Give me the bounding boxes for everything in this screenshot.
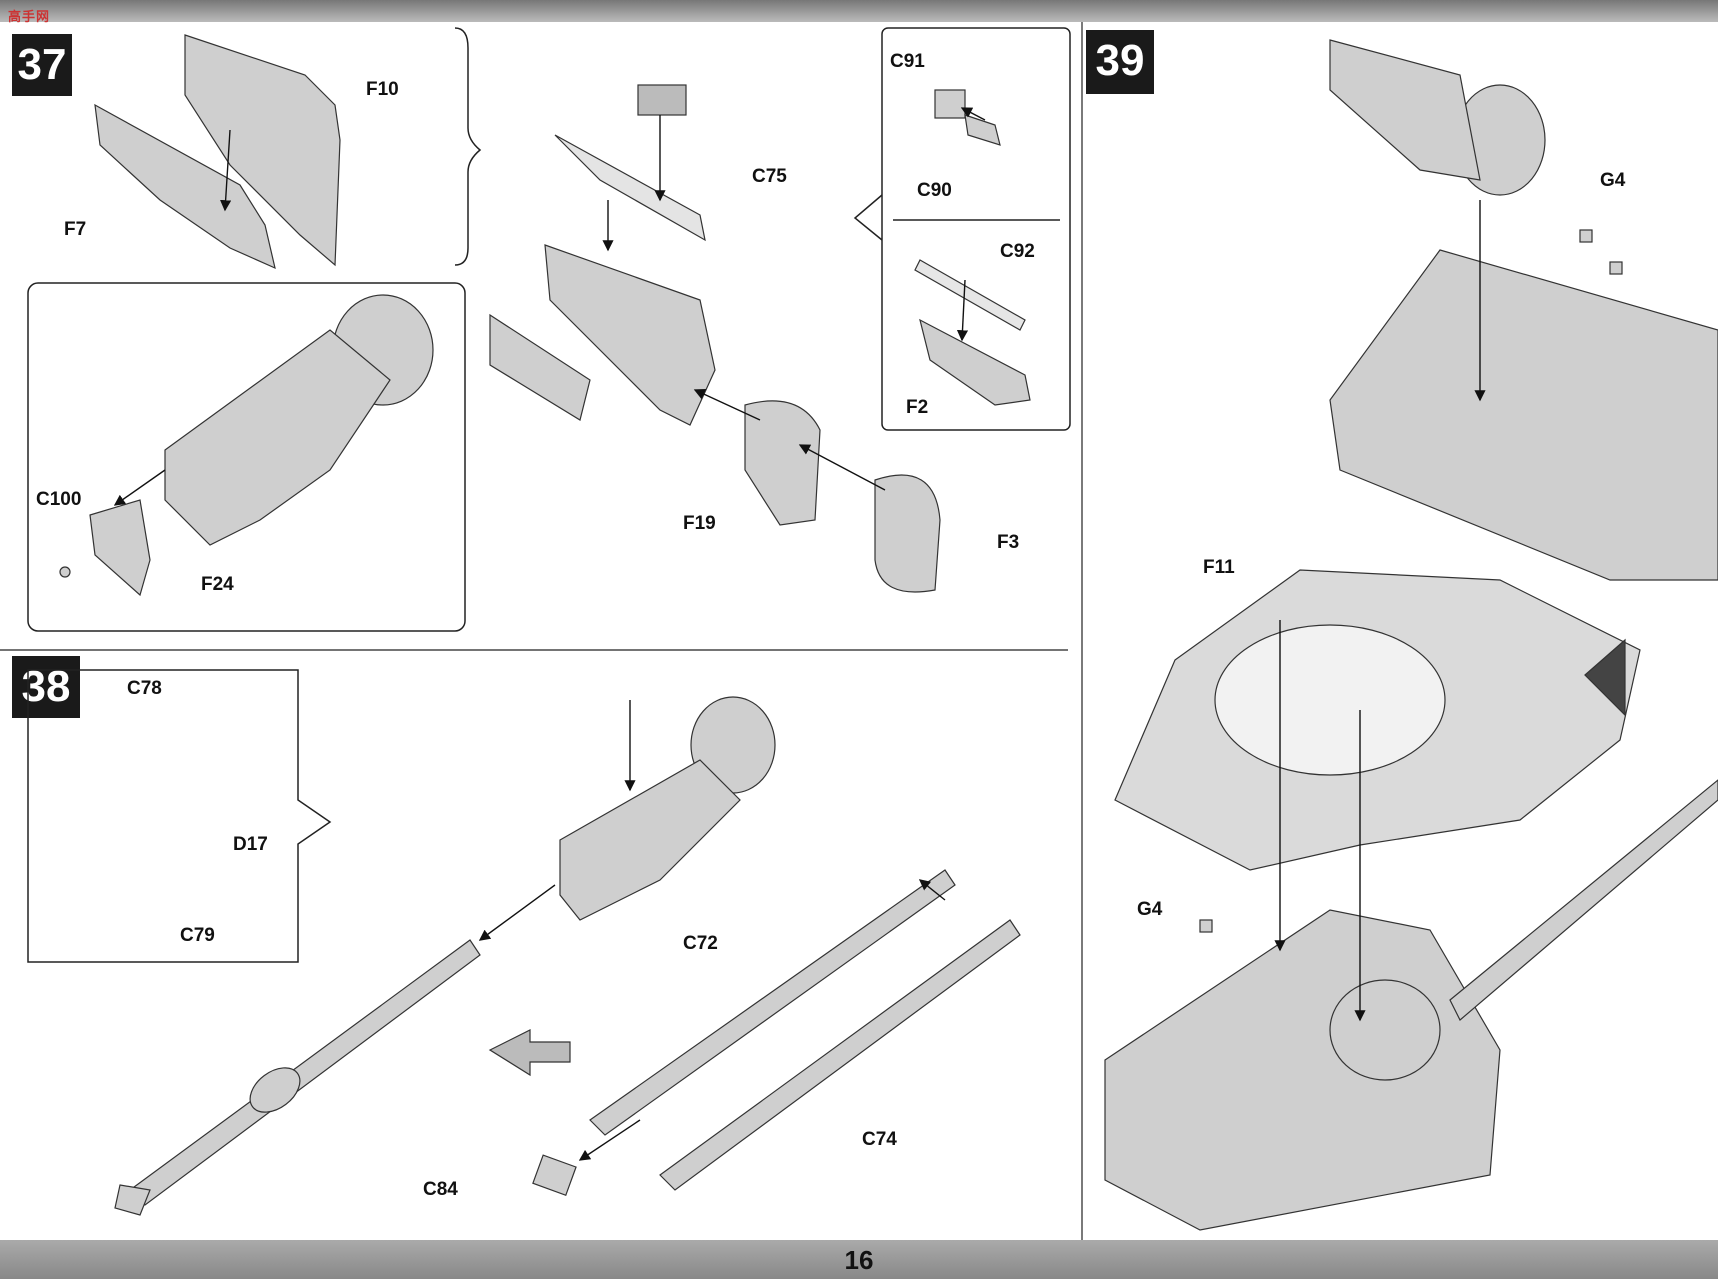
part-label-c79: C79 [180, 925, 215, 946]
part-label-c75: C75 [752, 166, 787, 187]
part-label-f19: F19 [683, 513, 716, 534]
part-label-c84: C84 [423, 1179, 458, 1200]
part-label-c72: C72 [683, 933, 718, 954]
part-label-f7: F7 [64, 219, 87, 240]
part-label-c74: C74 [862, 1129, 897, 1150]
part-label-c91: C91 [890, 51, 925, 72]
part-label-c100: C100 [36, 489, 82, 510]
part-label-f3: F3 [997, 532, 1020, 553]
part-label-c92: C92 [1000, 241, 1035, 262]
step-37-badge: 37 [12, 34, 72, 96]
part-label-f2: F2 [906, 397, 929, 418]
page-number: 16 [844, 1245, 874, 1275]
part-label-c78: C78 [127, 678, 162, 699]
part-label-f24: F24 [201, 574, 234, 595]
part-label-c90: C90 [917, 180, 952, 201]
part-label-f10: F10 [366, 79, 399, 100]
part-label-g4-lower: G4 [1137, 899, 1163, 920]
bottom-border-band [0, 1240, 1718, 1279]
watermark-logo: 高手网 [8, 9, 51, 24]
part-label-f11: F11 [1203, 557, 1235, 578]
top-border-band [0, 0, 1718, 22]
part-label-g4-upper: G4 [1600, 170, 1626, 191]
part-label-d17: D17 [233, 834, 268, 855]
step-39-badge: 39 [1086, 30, 1154, 94]
